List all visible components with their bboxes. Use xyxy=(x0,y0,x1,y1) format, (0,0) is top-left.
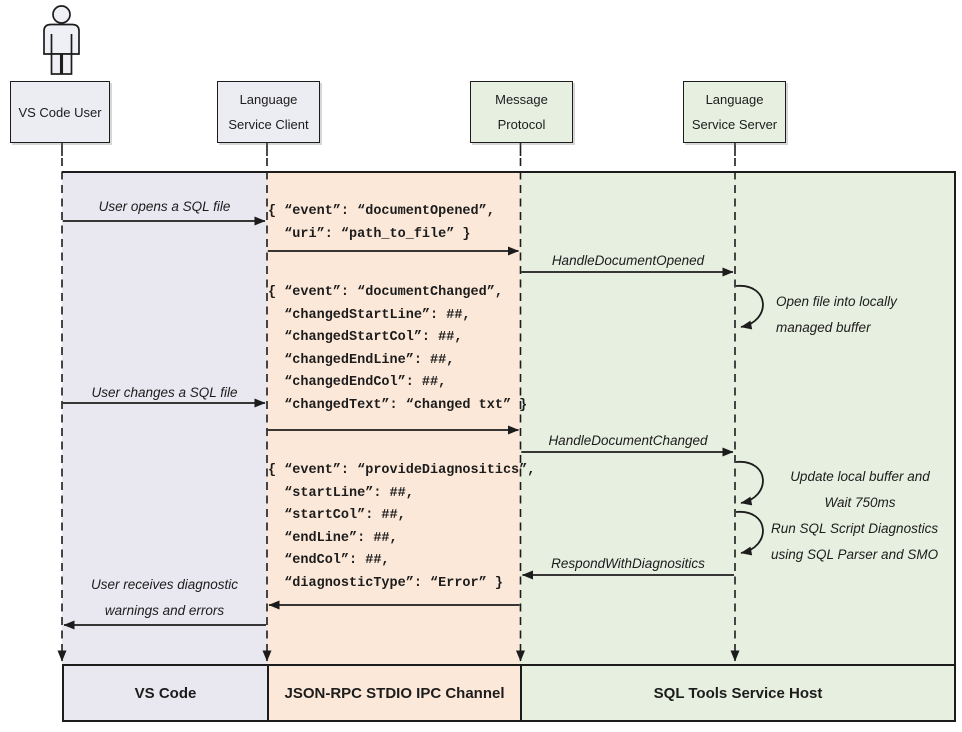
json-document-opened: { “event”: “documentOpened”, “uri”: “pat… xyxy=(268,204,495,242)
note-update-buffer: Update local buffer and Wait 750ms xyxy=(790,469,930,510)
participant-row: VS Code JSON-RPC STDIO IPC Channel SQL T… xyxy=(62,664,956,722)
actor-box-vscode-user: VS Code User xyxy=(10,81,110,143)
participant-label-ipc-channel: JSON-RPC STDIO IPC Channel xyxy=(284,684,505,702)
lane-vscode xyxy=(62,171,267,664)
actor-label-language-service-server: Language Service Server xyxy=(691,92,778,132)
label-handle-document-opened: HandleDocumentOpened xyxy=(551,253,705,268)
label-user-changes-file: User changes a SQL file xyxy=(91,385,238,400)
label-respond-with-diagnostics: RespondWithDiagnositics xyxy=(551,556,705,571)
participant-label-vscode: VS Code xyxy=(134,684,197,702)
participant-box-vscode: VS Code xyxy=(64,666,267,720)
participant-box-service-host: SQL Tools Service Host xyxy=(520,666,954,720)
person-icon xyxy=(43,5,80,75)
json-document-changed: { “event”: “documentChanged”, “changedSt… xyxy=(268,285,528,413)
actor-box-language-service-client: Language Service Client xyxy=(217,81,320,143)
label-user-receives-diagnostics: User receives diagnostic warnings and er… xyxy=(90,577,239,618)
participant-box-ipc-channel: JSON-RPC STDIO IPC Channel xyxy=(267,666,520,720)
lane-ipc-channel xyxy=(267,171,520,664)
actor-box-language-service-server: Language Service Server xyxy=(683,81,786,143)
actor-label-language-service-client: Language Service Client xyxy=(228,92,309,132)
json-provide-diagnostics: { “event”: “provideDiagnositics”, “start… xyxy=(268,463,536,591)
note-open-buffer: Open file into locally managed buffer xyxy=(776,294,897,335)
label-user-opens-file: User opens a SQL file xyxy=(98,199,231,214)
actor-box-message-protocol: Message Protocol xyxy=(470,81,573,143)
label-handle-document-changed: HandleDocumentChanged xyxy=(548,433,708,448)
participant-label-service-host: SQL Tools Service Host xyxy=(653,684,823,702)
note-run-diagnostics: Run SQL Script Diagnostics using SQL Par… xyxy=(771,521,939,562)
actor-label-vscode-user: VS Code User xyxy=(18,104,102,120)
lane-service-host xyxy=(520,171,956,664)
actor-label-message-protocol: Message Protocol xyxy=(495,92,548,132)
